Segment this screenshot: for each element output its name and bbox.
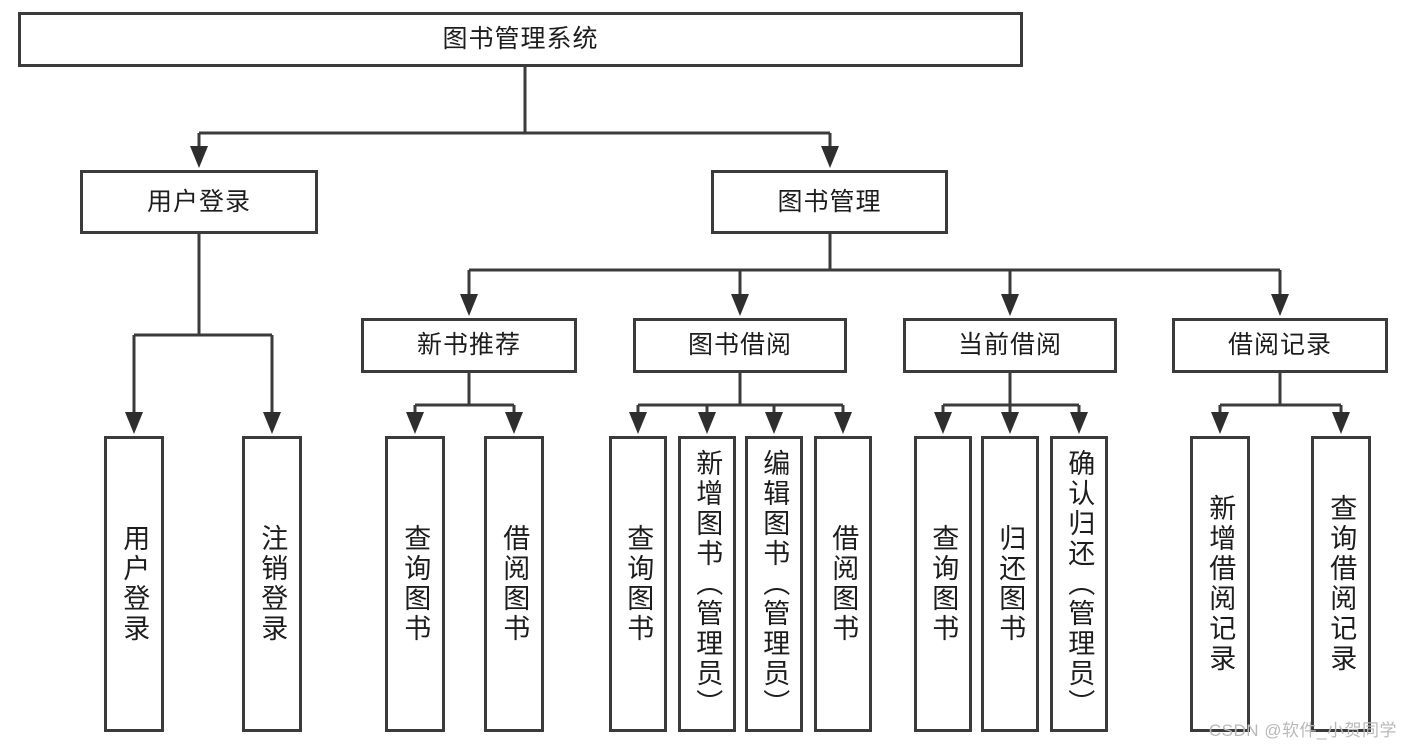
node-new-book-rec[interactable]: 新书推荐	[361, 318, 577, 373]
node-leaf-borrow-book-rec[interactable]: 借阅图书	[484, 436, 544, 732]
node-user-login[interactable]: 用户登录	[80, 170, 318, 234]
node-leaf-label: 新增图书（管理员）	[692, 449, 723, 719]
node-borrow-record[interactable]: 借阅记录	[1172, 318, 1388, 373]
node-current-borrow[interactable]: 当前借阅	[903, 318, 1117, 373]
node-borrow-record-label: 借阅记录	[1227, 331, 1332, 359]
node-leaf-user-logout[interactable]: 注销登录	[242, 436, 302, 732]
node-leaf-label: 注销登录	[257, 524, 288, 644]
node-current-borrow-label: 当前借阅	[957, 331, 1062, 359]
node-leaf-label: 用户登录	[119, 524, 150, 644]
node-leaf-label: 查询图书	[623, 524, 654, 644]
node-leaf-borrow-book[interactable]: 借阅图书	[814, 436, 872, 732]
node-new-book-rec-label: 新书推荐	[416, 331, 521, 359]
node-root-system[interactable]: 图书管理系统	[18, 12, 1023, 67]
node-leaf-query-book-borrow[interactable]: 查询图书	[609, 436, 667, 732]
node-leaf-label: 查询图书	[928, 524, 959, 644]
node-leaf-label: 编辑图书（管理员）	[759, 449, 790, 719]
node-leaf-query-book-cur[interactable]: 查询图书	[914, 436, 972, 732]
node-leaf-label: 借阅图书	[828, 524, 859, 644]
node-leaf-confirm-return[interactable]: 确认归还（管理员）	[1050, 436, 1108, 732]
node-leaf-edit-book[interactable]: 编辑图书（管理员）	[745, 436, 803, 732]
node-leaf-query-record[interactable]: 查询借阅记录	[1311, 436, 1371, 732]
node-leaf-add-record[interactable]: 新增借阅记录	[1190, 436, 1250, 732]
node-leaf-query-book-rec[interactable]: 查询图书	[385, 436, 445, 732]
node-book-manage-label: 图书管理	[777, 187, 882, 216]
node-leaf-user-login[interactable]: 用户登录	[104, 436, 164, 732]
node-leaf-return-book[interactable]: 归还图书	[981, 436, 1039, 732]
node-leaf-label: 查询图书	[400, 524, 431, 644]
node-leaf-label: 查询借阅记录	[1326, 494, 1357, 674]
node-book-borrow-label: 图书借阅	[687, 331, 792, 359]
node-leaf-label: 新增借阅记录	[1205, 494, 1236, 674]
node-leaf-add-book[interactable]: 新增图书（管理员）	[678, 436, 736, 732]
node-leaf-label: 确认归还（管理员）	[1064, 449, 1095, 719]
node-book-borrow[interactable]: 图书借阅	[633, 318, 847, 373]
watermark: CSDN @软件_小贺同学	[1208, 721, 1397, 740]
node-user-login-label: 用户登录	[146, 187, 251, 216]
node-leaf-label: 借阅图书	[499, 524, 530, 644]
node-book-manage[interactable]: 图书管理	[711, 170, 948, 234]
node-leaf-label: 归还图书	[995, 524, 1026, 644]
node-root-label: 图书管理系统	[442, 25, 599, 53]
